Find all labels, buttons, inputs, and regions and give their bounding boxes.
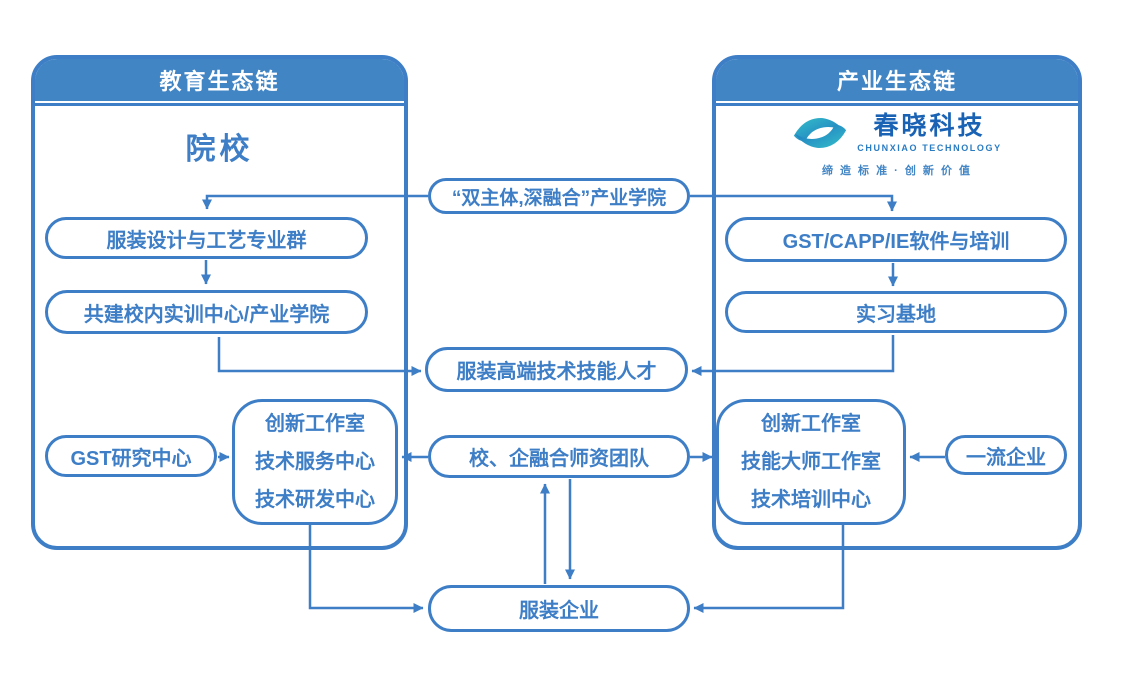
chunxiao-logo-icon bbox=[794, 118, 847, 148]
right-centers-line-3: 技术培训中心 bbox=[751, 489, 871, 511]
chunxiao-logo-name-en: CHUNXIAO TECHNOLOGY bbox=[857, 142, 1002, 153]
gst-research-pill: GST研究中心 bbox=[45, 435, 217, 477]
chunxiao-logo: 春晓科技 CHUNXIAO TECHNOLOGY 缔 造 标 准 · 创 新 价… bbox=[712, 112, 1082, 178]
left-centers-box: 创新工作室 技术服务中心 技术研发中心 bbox=[232, 399, 398, 525]
major-group-pill: 服装设计与工艺专业群 bbox=[45, 217, 368, 259]
garment-enterprise-pill: 服装企业 bbox=[428, 585, 690, 632]
left-centers-line-3: 技术研发中心 bbox=[255, 489, 375, 511]
right-centers-box: 创新工作室 技能大师工作室 技术培训中心 bbox=[716, 399, 906, 525]
chunxiao-logo-slogan: 缔 造 标 准 · 创 新 价 值 bbox=[821, 165, 973, 177]
left-centers-line-2: 技术服务中心 bbox=[255, 451, 375, 473]
education-chain-header: 教育生态链 bbox=[35, 59, 404, 103]
first-class-enterprise-pill: 一流企业 bbox=[945, 435, 1067, 475]
right-centers-line-1: 创新工作室 bbox=[761, 413, 861, 435]
chunxiao-logo-name: 春晓科技 bbox=[873, 112, 986, 141]
left-centers-line-1: 创新工作室 bbox=[265, 413, 365, 435]
industry-college-pill: “双主体,深融合”产业学院 bbox=[428, 178, 690, 214]
industry-chain-header: 产业生态链 bbox=[716, 59, 1078, 103]
internship-base-pill: 实习基地 bbox=[725, 291, 1067, 333]
training-center-pill: 共建校内实训中心/产业学院 bbox=[45, 290, 368, 334]
teacher-team-pill: 校、企融合师资团队 bbox=[428, 435, 690, 478]
talents-pill: 服装高端技术技能人才 bbox=[425, 347, 688, 392]
software-training-pill: GST/CAPP/IE软件与培训 bbox=[725, 217, 1067, 262]
right-centers-line-2: 技能大师工作室 bbox=[741, 451, 881, 473]
colleges-title: 院校 bbox=[185, 133, 254, 166]
